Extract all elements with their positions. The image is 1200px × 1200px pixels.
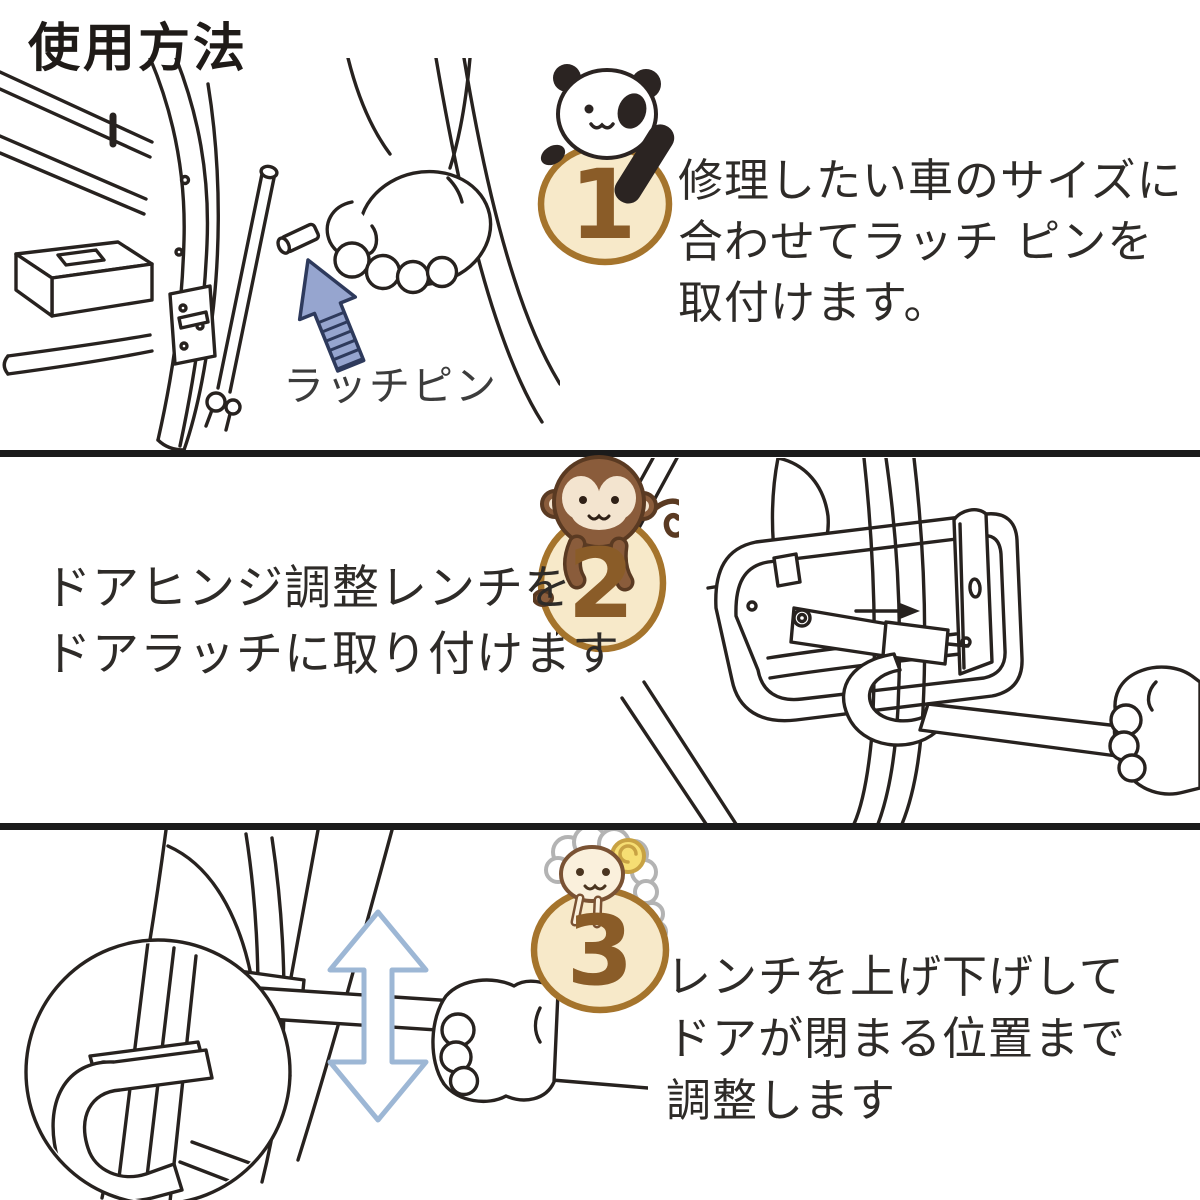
step-number: 3: [567, 895, 634, 1007]
step-text-line: ドアヒンジ調整レンチを: [44, 561, 572, 616]
up-down-arrow-icon: [327, 909, 429, 1123]
panda-mascot-icon: [540, 64, 675, 204]
step-text-line: ドアが閉まる位置まで: [666, 1012, 1127, 1065]
step2-badge: 2: [533, 455, 679, 653]
section-divider: [0, 450, 1200, 457]
section-divider: [0, 823, 1200, 830]
latch-rod: [204, 164, 279, 432]
latch-pin-arrow-icon: [297, 258, 366, 373]
step1-badge: 1: [537, 64, 675, 266]
step2-text: ドアヒンジ調整レンチを ドアラッチに取り付けます: [44, 556, 620, 688]
push-direction-arrow-icon: [854, 603, 920, 619]
step-number: 2: [568, 528, 635, 640]
door-latch-and-wrench: [789, 606, 1138, 760]
step-text-line: 調整します: [666, 1074, 897, 1127]
step-number: 1: [570, 149, 637, 261]
page-title: 使用方法: [28, 19, 249, 79]
sheep-mascot-icon-head: [559, 838, 646, 929]
step3-adjust-illustration: [24, 830, 648, 1200]
monkey-mascot-icon: [650, 498, 679, 538]
step-text-line: 取付けます。: [678, 276, 950, 329]
step-text-line: 修理したい車のサイズに: [678, 154, 1183, 207]
door-latch-plate: [168, 284, 217, 366]
step2-wrench-illustration: [556, 458, 1200, 824]
step3-badge: 3: [530, 830, 670, 1014]
striker-plate: [952, 508, 994, 676]
door-armrest: [14, 240, 154, 318]
step3-text: レンチを上げ下げして ドアが閉まる位置まで 調整します: [666, 946, 1126, 1132]
step-text-line: 合わせてラッチ ピンを: [678, 215, 1154, 268]
hand-moving-wrench: [431, 978, 648, 1104]
hand-gripping-wrench: [1108, 665, 1200, 796]
step-text-line: ドアラッチに取り付けます: [44, 627, 620, 682]
detail-magnifier-circle: [24, 938, 292, 1200]
step1-door-illustration: [0, 58, 560, 452]
monkey-mascot-icon-head: [533, 455, 658, 607]
hand-holding-pin: [276, 58, 493, 295]
step-text-line: レンチを上げ下げして: [666, 950, 1125, 1003]
door-inner-panel: [714, 512, 1024, 723]
latch-pin-label: ラッチピン: [283, 362, 498, 410]
step1-text: 修理したい車のサイズに 合わせてラッチ ピンを 取付けます。: [678, 150, 1183, 333]
